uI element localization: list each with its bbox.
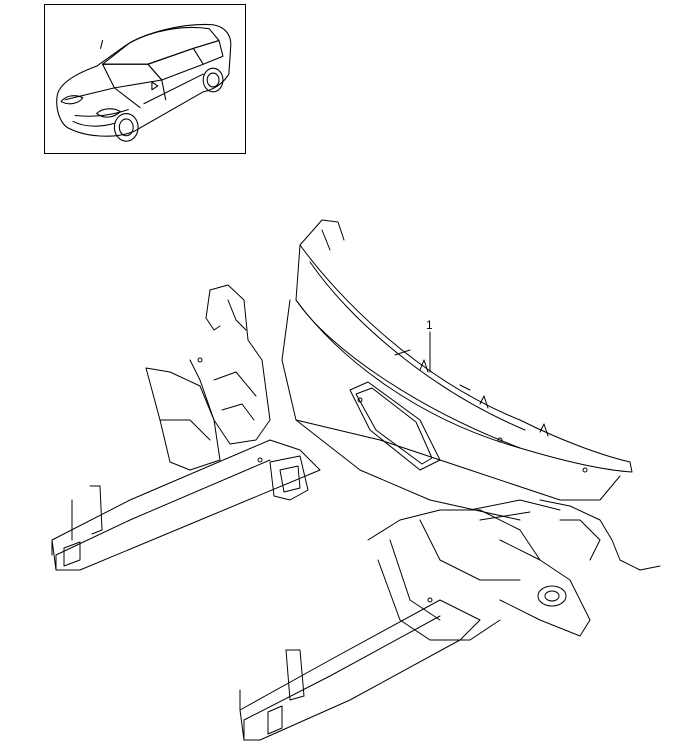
vehicle-illustration	[56, 23, 232, 142]
callout-label: 1	[426, 318, 433, 332]
front-end-structure-drawing	[0, 190, 700, 748]
vehicle-thumbnail-frame	[44, 4, 246, 154]
front-end-structure-illustration	[51, 219, 661, 741]
